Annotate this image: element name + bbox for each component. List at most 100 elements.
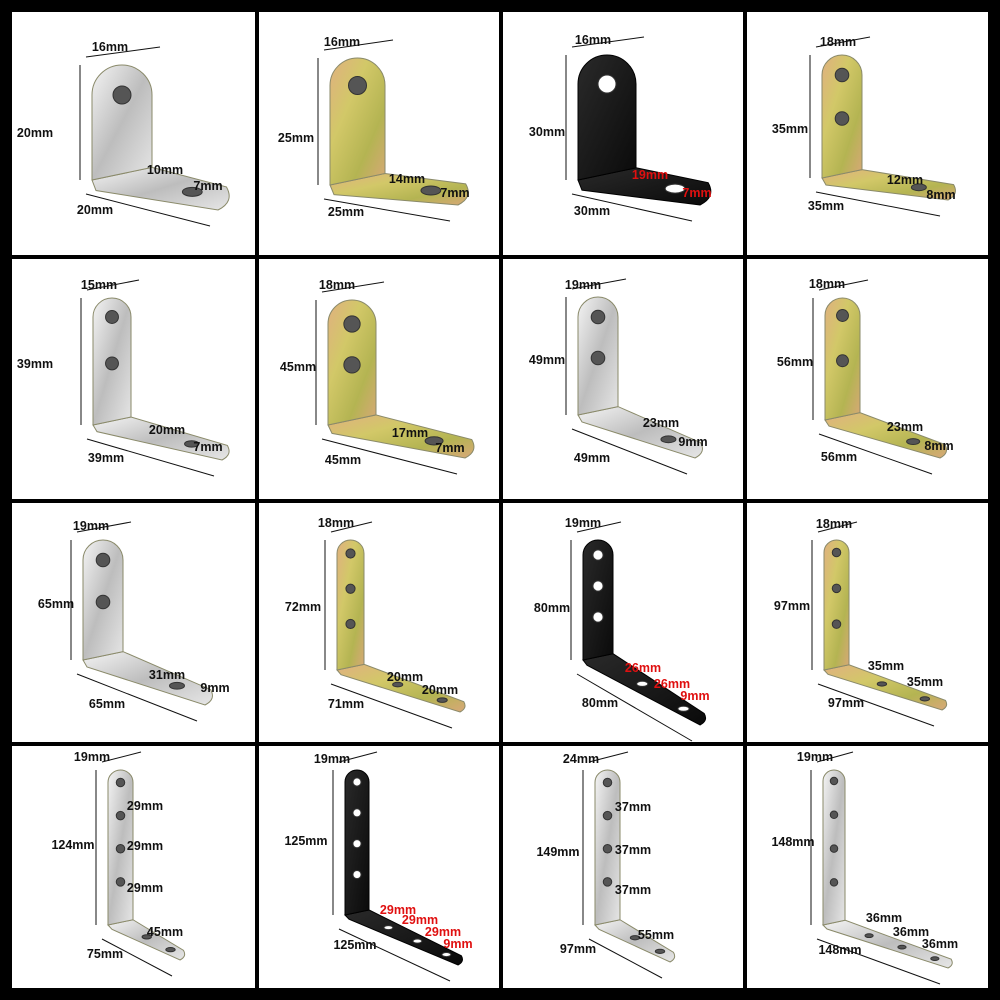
dimension-line [76,673,198,722]
l-bracket-silver [565,278,703,475]
l-bracket-zinc [324,521,466,729]
dimension-line [588,938,663,979]
screw-hole [602,810,613,821]
screw-hole [592,580,604,592]
dimension-label: 18mm [318,278,356,292]
dimension-line [576,673,693,742]
screw-hole [95,552,111,568]
dimension-line [816,938,941,985]
dimension-line [85,193,211,227]
dimension-label: 23mm [886,420,924,434]
dimension-line [323,198,451,222]
dimension-label: 15mm [80,278,118,292]
dimension-label: 14mm [388,172,426,186]
dimension-label: 19mm [796,750,834,764]
bracket-arm [336,539,365,671]
bracket-flange [91,166,230,211]
screw-hole [424,436,444,446]
dimension-label: 24mm [562,752,600,766]
screw-hole [441,952,452,958]
screw-hole [636,680,649,687]
dimension-line [76,521,132,533]
dimension-label: 124mm [51,838,95,852]
screw-hole [169,681,185,690]
screw-hole [831,583,842,594]
screw-hole [592,549,604,561]
screw-hole [184,440,200,448]
screw-hole [115,844,126,854]
bracket-flange [577,406,703,459]
dimension-label: 10mm [146,163,184,177]
screw-hole [590,309,606,325]
dimension-label: 12mm [886,173,924,187]
screw-hole [112,85,132,105]
screw-hole [834,67,850,83]
screw-hole [345,583,356,594]
screw-hole [660,435,677,444]
screw-hole [352,869,362,880]
dimension-label: 149mm [536,845,580,859]
dimension-label: 25mm [277,131,315,145]
dimension-label: 29mm [126,799,164,813]
bracket-flange [82,651,213,706]
l-bracket-zinc [811,521,948,727]
dimension-label: 29mm [126,839,164,853]
dimension-label: 35mm [906,675,944,689]
l-bracket-silver [80,279,230,477]
product-cell [12,503,255,742]
bracket-flange [327,414,475,459]
dimension-label: 49mm [528,353,566,367]
l-bracket-black [570,521,707,742]
dimension-label: 148mm [771,835,815,849]
screw-hole [105,356,119,371]
dimension-label: 23mm [642,416,680,430]
dimension-label: 37mm [614,883,652,897]
bracket-flange [594,919,676,963]
dimension-label: 39mm [87,451,125,465]
dimension-label: 8mm [926,188,956,202]
dimension-label: 31mm [148,668,186,682]
dimension-line [816,751,854,763]
dimension-label: 19mm [313,752,351,766]
product-cell [503,259,743,499]
dimension-label: 16mm [91,40,129,54]
product-cell [747,746,988,988]
screw-hole [345,618,356,630]
dimension-label: 97mm [773,599,811,613]
dimension-label: 39mm [16,357,54,371]
dimension-label: 97mm [559,942,597,956]
dimension-line [101,751,142,763]
dimension-label: 71mm [327,697,365,711]
screw-hole [677,705,690,712]
screw-hole [876,681,888,687]
dimension-line [571,193,693,222]
dimension-label: 65mm [88,697,126,711]
dimension-label: 18mm [808,277,846,291]
dimension-line [85,46,161,58]
screw-hole [436,697,448,703]
dimension-line [101,938,173,977]
dimension-label: 97mm [827,696,865,710]
dimension-label: 19mm [631,168,669,182]
screw-hole [829,878,839,887]
dimension-label: 26mm [624,661,662,675]
bracket-flange [344,909,463,966]
dimension-label: 80mm [533,601,571,615]
dimension-label: 7mm [682,186,712,200]
screw-hole [602,877,613,887]
screw-hole [115,810,126,821]
product-cell [259,259,499,499]
dimension-line [86,438,215,477]
dimension-label: 29mm [126,881,164,895]
screw-hole [829,844,839,853]
dimension-label: 29mm [401,913,439,927]
product-cell [503,503,743,742]
screw-hole [345,548,356,559]
l-bracket-zinc [315,281,475,475]
bracket-flange [821,169,956,201]
bracket-arm [329,57,386,186]
dimension-label: 17mm [391,426,429,440]
dimension-label: 37mm [614,843,652,857]
dimension-label: 35mm [771,122,809,136]
